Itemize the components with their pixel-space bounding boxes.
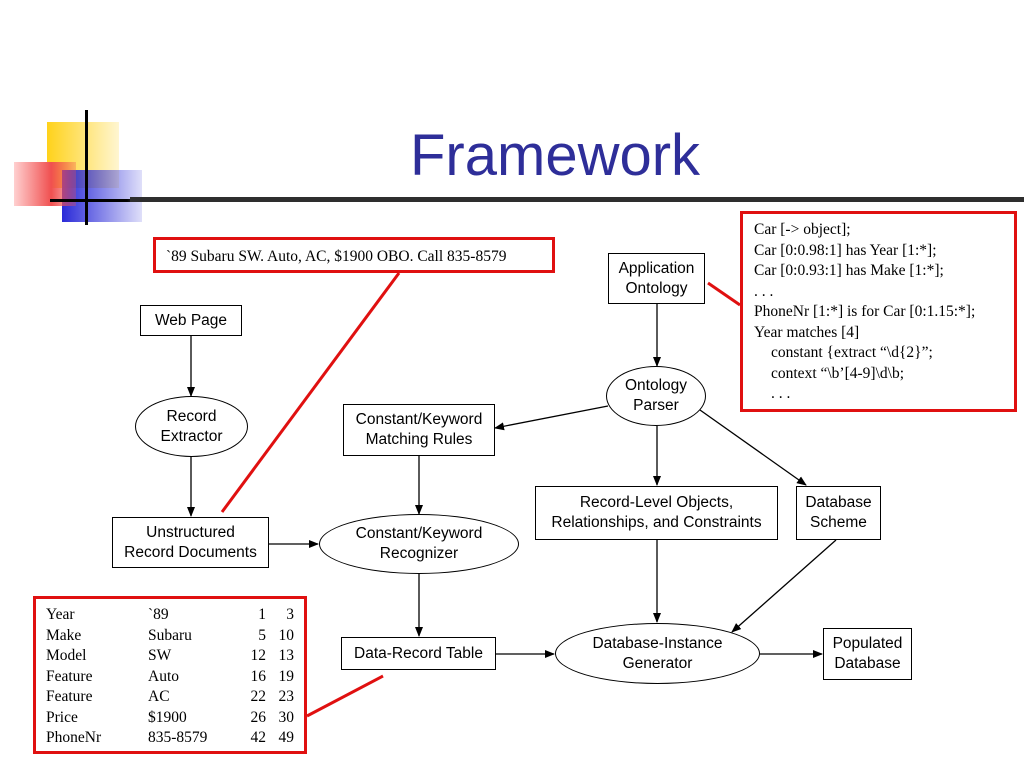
code-line: Year matches [4] (754, 323, 860, 341)
code-line: . . . (754, 282, 774, 300)
code-line: Car [0:0.98:1] has Year [1:*]; (754, 241, 937, 259)
title-underline (130, 197, 1024, 202)
code-line: Car [0:0.93:1] has Make [1:*]; (754, 262, 944, 279)
data-record-table-node: Data-Record Table (341, 637, 496, 670)
ontology-code-callout: Car [-> object]; Car [0:0.98:1] has Year… (740, 211, 1017, 412)
arrow-parser-to-scheme (699, 409, 807, 486)
code-line: constant {extract “\d{2}”; (771, 344, 933, 361)
record-level-objects-node: Record-Level Objects,Relationships, and … (535, 486, 778, 540)
code-line: context “\b’[4-9]\d\b; (771, 364, 904, 382)
ad-snippet-callout: `89 Subaru SW. Auto, AC, $1900 OBO. Call… (153, 237, 555, 273)
slide-logo (14, 110, 160, 225)
callout-line-snippet (220, 272, 401, 513)
callout-line-ontology (707, 281, 741, 307)
code-line: PhoneNr [1:*] is for Car [0:1.15:*]; (754, 303, 976, 320)
code-line: Car [-> object]; (754, 221, 851, 238)
arrow-parser-to-rules (494, 405, 609, 431)
slide-title: Framework (410, 123, 701, 188)
arrow-scheme-to-generator (731, 539, 837, 633)
callout-line-table (306, 674, 384, 718)
web-page-node: Web Page (140, 305, 242, 336)
code-line: . . . (771, 385, 791, 402)
